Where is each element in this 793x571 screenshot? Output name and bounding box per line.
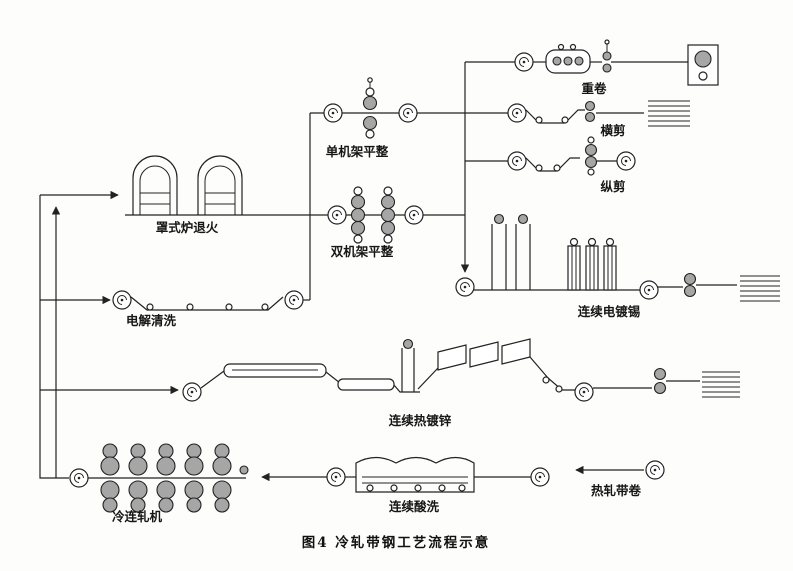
mill-stand-icon xyxy=(156,443,176,513)
bridle-rolls-icon xyxy=(653,367,667,395)
furnace-section-icon xyxy=(223,363,327,378)
mill-stand-icon xyxy=(212,443,232,513)
slitting-label: 纵剪 xyxy=(600,179,625,194)
mill-stand-icon xyxy=(100,443,120,513)
plating-cells-icon xyxy=(567,237,617,291)
strip-coil-icon xyxy=(574,382,594,402)
tinning-label: 连续电镀锡 xyxy=(578,304,641,319)
strip-coil-icon xyxy=(616,151,636,171)
tinning-line-group: 连续电镀锡 xyxy=(455,213,780,319)
electrolytic-cleaning-label: 电解清洗 xyxy=(126,313,177,328)
bell-cover-shape xyxy=(132,155,178,215)
single-stand-temper-label: 单机架平整 xyxy=(326,144,389,159)
bridle-rolls-icon xyxy=(683,272,697,298)
single-stand-temper-group: 单机架平整 xyxy=(310,77,508,159)
flow-connector-lines xyxy=(39,62,470,479)
pickling-line-group: 连续酸洗 xyxy=(261,456,550,514)
mill-stand-icon xyxy=(128,443,148,513)
strip-coil-icon xyxy=(327,205,347,225)
roll-stand-icon xyxy=(380,186,396,244)
strip-coil-icon xyxy=(507,151,527,171)
looper-tower-icon xyxy=(401,338,415,392)
strip-coil-icon xyxy=(639,280,659,300)
strip-coil-icon xyxy=(404,205,424,225)
bell-furnace-group: 罩式炉退火 xyxy=(125,155,465,235)
cross-shearing-label: 横剪 xyxy=(600,123,625,138)
hot-rolled-coil-label: 热轧带卷 xyxy=(591,483,642,498)
tension-unit-icon xyxy=(602,39,612,73)
slitter-rolls-icon xyxy=(584,136,598,176)
galvanizing-label: 连续热镀锌 xyxy=(389,413,452,428)
strip-coil-icon xyxy=(514,52,534,72)
slitting-group: 纵剪 xyxy=(465,136,636,194)
strip-coil-icon xyxy=(507,103,527,123)
strip-coil-icon xyxy=(645,460,665,480)
cooling-duct-icon xyxy=(437,338,531,371)
roll-stand-icon xyxy=(350,186,366,244)
strip-coil-icon xyxy=(326,467,346,487)
shear-rolls-icon xyxy=(584,100,596,123)
strip-coil-icon xyxy=(455,277,475,297)
sheet-stack-icon xyxy=(740,275,780,302)
recoiler-icon xyxy=(687,44,719,86)
tandem-cold-mill-label: 冷连轧机 xyxy=(112,509,163,524)
bell-cover-shape xyxy=(197,155,243,215)
double-stand-temper-label: 双机架平整 xyxy=(330,244,394,259)
electrolytic-cleaning-group: 电解清洗 xyxy=(112,290,310,328)
acid-tank-icon xyxy=(355,456,475,493)
leveler-icon xyxy=(545,43,591,74)
strip-coil-icon xyxy=(182,382,202,402)
bell-furnace-label: 罩式炉退火 xyxy=(156,220,219,235)
furnace-section-icon xyxy=(337,378,395,391)
roll-stand-icon xyxy=(362,77,378,139)
rewinding-group: 重卷 xyxy=(465,39,719,96)
galvanizing-line-group: 连续热镀锌 xyxy=(182,338,740,428)
mill-stand-icon xyxy=(184,443,204,513)
cross-shearing-group: 横剪 xyxy=(507,100,690,138)
strip-coil-icon xyxy=(530,467,550,487)
rewinding-label: 重卷 xyxy=(581,81,607,96)
strip-coil-icon xyxy=(284,290,304,310)
sheet-stack-icon xyxy=(648,100,690,127)
strip-coil-icon xyxy=(112,290,132,310)
figure-caption: 图4 冷轧带钢工艺流程示意 xyxy=(302,534,491,551)
sheet-stack-icon xyxy=(702,371,740,398)
hot-rolled-coil-group: 热轧带卷 xyxy=(575,460,665,498)
double-stand-temper-group: 双机架平整 xyxy=(327,186,424,259)
strip-coil-icon xyxy=(69,468,89,488)
looper-tower-icon xyxy=(491,213,531,290)
pickling-label: 连续酸洗 xyxy=(389,499,440,514)
strip-coil-icon xyxy=(323,103,343,123)
cold-mill-group: 冷连轧机 xyxy=(69,443,249,524)
strip-coil-icon xyxy=(398,103,418,123)
